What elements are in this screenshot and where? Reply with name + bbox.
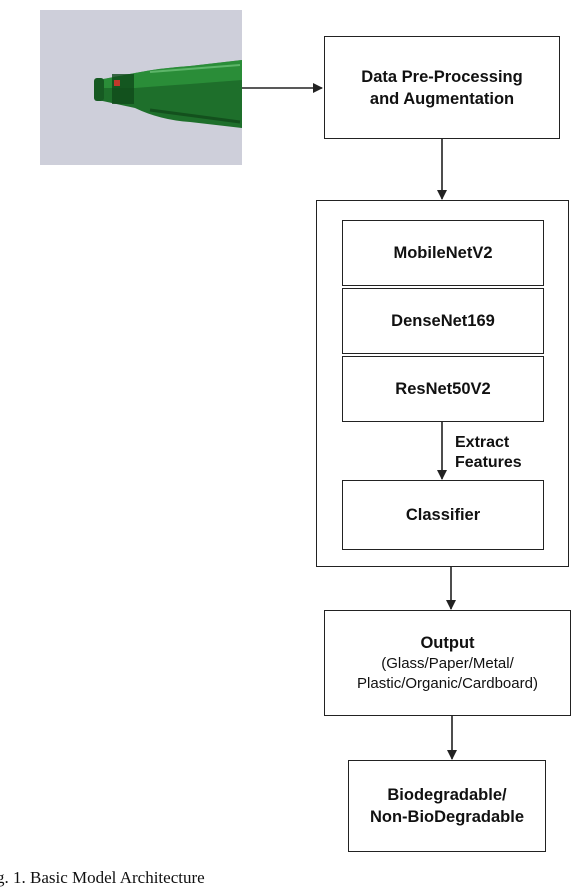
bottle-photo xyxy=(40,10,242,165)
preprocessing-label-line1: Data Pre-Processing xyxy=(361,67,523,86)
preprocessing-label-line2: and Augmentation xyxy=(369,89,515,108)
classifier-box: Classifier xyxy=(342,480,544,550)
preprocessing-box: Data Pre-Processing and Augmentation xyxy=(324,36,560,139)
output-box: Output (Glass/Paper/Metal/ Plastic/Organ… xyxy=(324,610,571,716)
biodegradability-box: Biodegradable/ Non-BioDegradable xyxy=(348,760,546,852)
green-bottle-image xyxy=(94,60,242,128)
output-title: Output xyxy=(420,634,475,652)
model-container xyxy=(316,200,569,567)
output-classes-line2: Plastic/Organic/Cardboard) xyxy=(357,675,538,692)
final-label-line2: Non-BioDegradable xyxy=(369,808,524,826)
model-densenet169: DenseNet169 xyxy=(342,288,544,354)
extract-features-label: Extract Features xyxy=(455,433,522,473)
model-resnet50v2: ResNet50V2 xyxy=(342,356,544,422)
output-classes-line1: (Glass/Paper/Metal/ xyxy=(381,655,514,672)
final-label-line1: Biodegradable/ xyxy=(387,786,507,804)
figure-caption: g. 1. Basic Model Architecture xyxy=(0,868,205,887)
model-mobilenetv2: MobileNetV2 xyxy=(342,220,544,286)
extract-label-line1: Extract xyxy=(455,434,510,451)
extract-label-line2: Features xyxy=(455,454,522,471)
